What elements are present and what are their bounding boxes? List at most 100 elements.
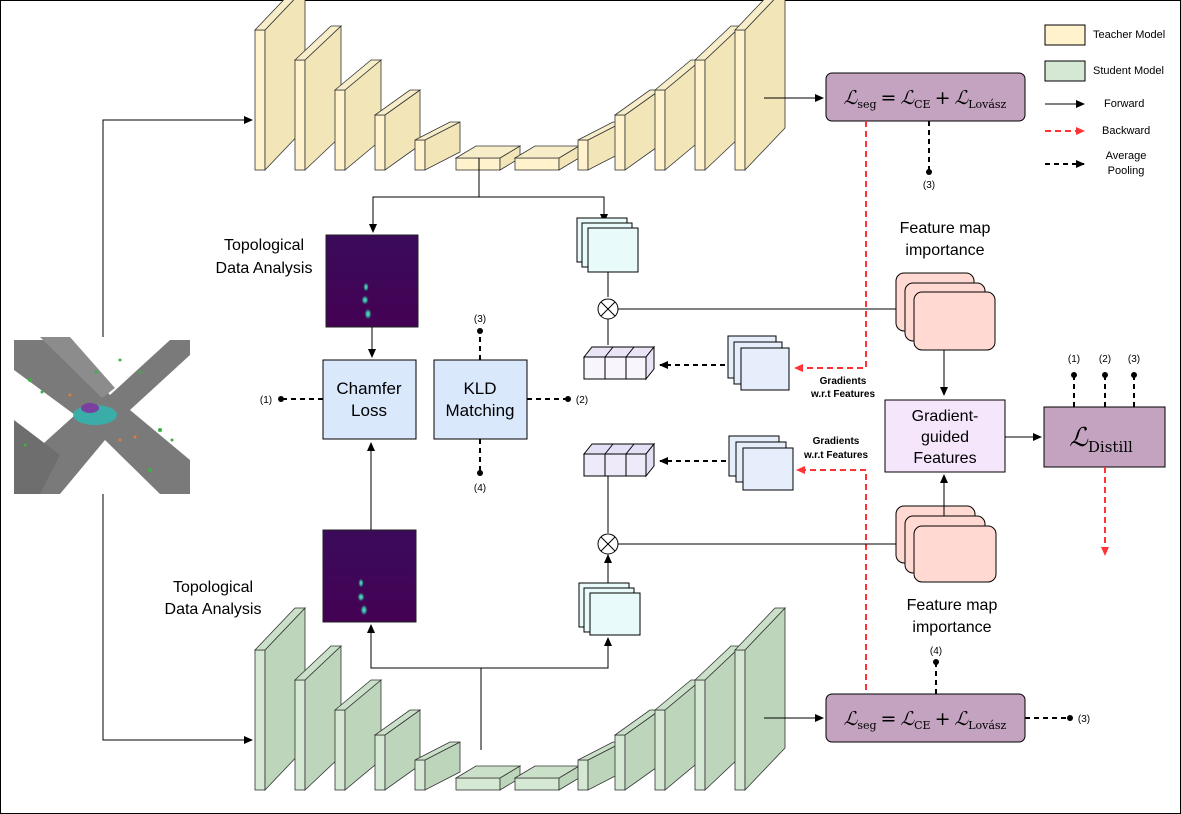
student-layer xyxy=(693,645,743,791)
student-bottleneck-to-features-arrow xyxy=(481,637,612,669)
fmi-bottom-line1: Feature map xyxy=(907,597,998,614)
student-network xyxy=(254,607,786,791)
student-layer xyxy=(653,679,703,791)
distill-subscript: Distill xyxy=(1088,438,1133,456)
student-feature-stack xyxy=(578,582,641,636)
kld-line1: KLD xyxy=(463,379,496,398)
student-layer xyxy=(454,765,522,791)
marker-3: (3) xyxy=(474,314,486,325)
teacher-layer xyxy=(734,0,786,171)
plus-sign: + xyxy=(935,87,951,109)
marker-3: (3) xyxy=(1078,714,1090,725)
ggf-line2: guided xyxy=(921,429,969,446)
loss-symbol: ℒ xyxy=(844,708,859,730)
teacher-layer xyxy=(693,25,743,171)
multiply-icon xyxy=(597,533,619,555)
legend-backward: Backward xyxy=(1102,125,1150,137)
loss-subscript: Lovász xyxy=(968,98,1006,111)
student-backward-arrow xyxy=(796,466,867,690)
teacher-gradient-maps xyxy=(727,335,790,391)
input-lidar-image xyxy=(14,337,190,494)
marker-1: (1) xyxy=(260,395,272,406)
loss-subscript: Lovász xyxy=(968,719,1006,732)
distill-loss-box: ℒDistill xyxy=(1043,406,1166,468)
marker-3: (3) xyxy=(1128,354,1140,365)
loss-subscript: CE xyxy=(914,719,930,732)
teacher-layer xyxy=(653,59,703,171)
kld-matching-box: KLD Matching xyxy=(433,359,528,440)
teacher-layer xyxy=(513,145,581,171)
teacher-seg-loss-box: ℒseg=ℒCE+ℒLovász xyxy=(825,72,1026,122)
student-gradient-maps xyxy=(728,435,794,491)
chamfer-line1: Chamfer xyxy=(336,379,402,398)
student-layer xyxy=(613,709,662,791)
legend-avgpool-2: Pooling xyxy=(1108,165,1145,177)
student-layer xyxy=(293,645,343,791)
tda-bottom-heatmap xyxy=(322,529,417,623)
legend: Teacher Model Student Model Forward Back… xyxy=(1044,24,1165,177)
chamfer-line2: Loss xyxy=(351,401,387,420)
marker-2: (2) xyxy=(1099,354,1111,365)
student-layer xyxy=(373,709,422,791)
grad-label-bottom-2: w.r.t Features xyxy=(803,450,869,461)
fmi-top-line1: Feature map xyxy=(900,220,991,237)
plus-sign: + xyxy=(935,708,951,730)
teacher-layer xyxy=(373,89,422,171)
teacher-network xyxy=(254,0,786,171)
fmi-bottom-line2: importance xyxy=(912,619,991,636)
loss-subscript: seg xyxy=(857,98,876,111)
loss-symbol: ℒ xyxy=(955,708,970,730)
ggf-line3: Features xyxy=(913,450,976,467)
tda-top-line2: Data Analysis xyxy=(216,260,313,277)
multiply-icon xyxy=(597,298,619,320)
student-bottleneck-to-tda-arrow xyxy=(367,624,482,750)
teacher-swatch xyxy=(1044,24,1086,46)
teacher-backward-arrow xyxy=(794,121,867,372)
marker-4: (4) xyxy=(930,646,942,657)
teacher-layer xyxy=(414,121,461,171)
loss-symbol: ℒ xyxy=(1069,423,1089,453)
svg-text:ℒDistill: ℒDistill xyxy=(1069,423,1133,456)
teacher-layer xyxy=(454,145,522,171)
teacher-feature-stack xyxy=(576,217,639,273)
ggf-line1: Gradient- xyxy=(912,408,979,425)
legend-avgpool-1: Average xyxy=(1106,150,1147,162)
loss-symbol: ℒ xyxy=(844,87,859,109)
input-to-teacher-arrow xyxy=(102,116,253,337)
legend-student: Student Model xyxy=(1093,65,1164,77)
input-to-student-arrow xyxy=(102,494,253,744)
teacher-bottleneck-to-features-arrow xyxy=(479,196,608,223)
kld-line2: Matching xyxy=(446,401,515,420)
teacher-layer xyxy=(577,121,624,171)
marker-4: (4) xyxy=(474,483,486,494)
fmi-top-line2: importance xyxy=(905,242,984,259)
student-layer xyxy=(577,741,624,791)
svg-text:ℒseg=ℒCE+ℒLovász: ℒseg=ℒCE+ℒLovász xyxy=(844,708,1007,732)
tda-top-heatmap xyxy=(325,234,419,328)
loss-symbol: ℒ xyxy=(955,87,970,109)
loss-symbol: ℒ xyxy=(900,708,915,730)
teacher-pooled-vector xyxy=(582,345,656,381)
equals-sign: = xyxy=(881,87,897,109)
teacher-layer xyxy=(613,89,662,171)
teacher-bottleneck-to-tda-arrow xyxy=(369,158,480,233)
student-pooled-vector xyxy=(582,442,656,478)
marker-3: (3) xyxy=(923,180,935,191)
tda-bottom-line2: Data Analysis xyxy=(165,601,262,618)
grad-label-top-1: Gradients xyxy=(820,376,867,387)
student-swatch xyxy=(1044,60,1086,82)
student-layer xyxy=(414,741,461,791)
legend-teacher: Teacher Model xyxy=(1093,29,1165,41)
student-seg-loss-box: ℒseg=ℒCE+ℒLovász xyxy=(825,693,1026,743)
student-layer xyxy=(513,765,581,791)
student-layer xyxy=(734,607,786,791)
legend-forward: Forward xyxy=(1104,98,1144,110)
loss-symbol: ℒ xyxy=(900,87,915,109)
student-layer xyxy=(333,679,383,791)
student-importance-maps xyxy=(895,505,997,583)
teacher-importance-maps xyxy=(895,272,996,351)
equals-sign: = xyxy=(881,708,897,730)
loss-subscript: seg xyxy=(857,719,876,732)
gradient-guided-features-box: Gradient- guided Features xyxy=(884,399,1006,473)
